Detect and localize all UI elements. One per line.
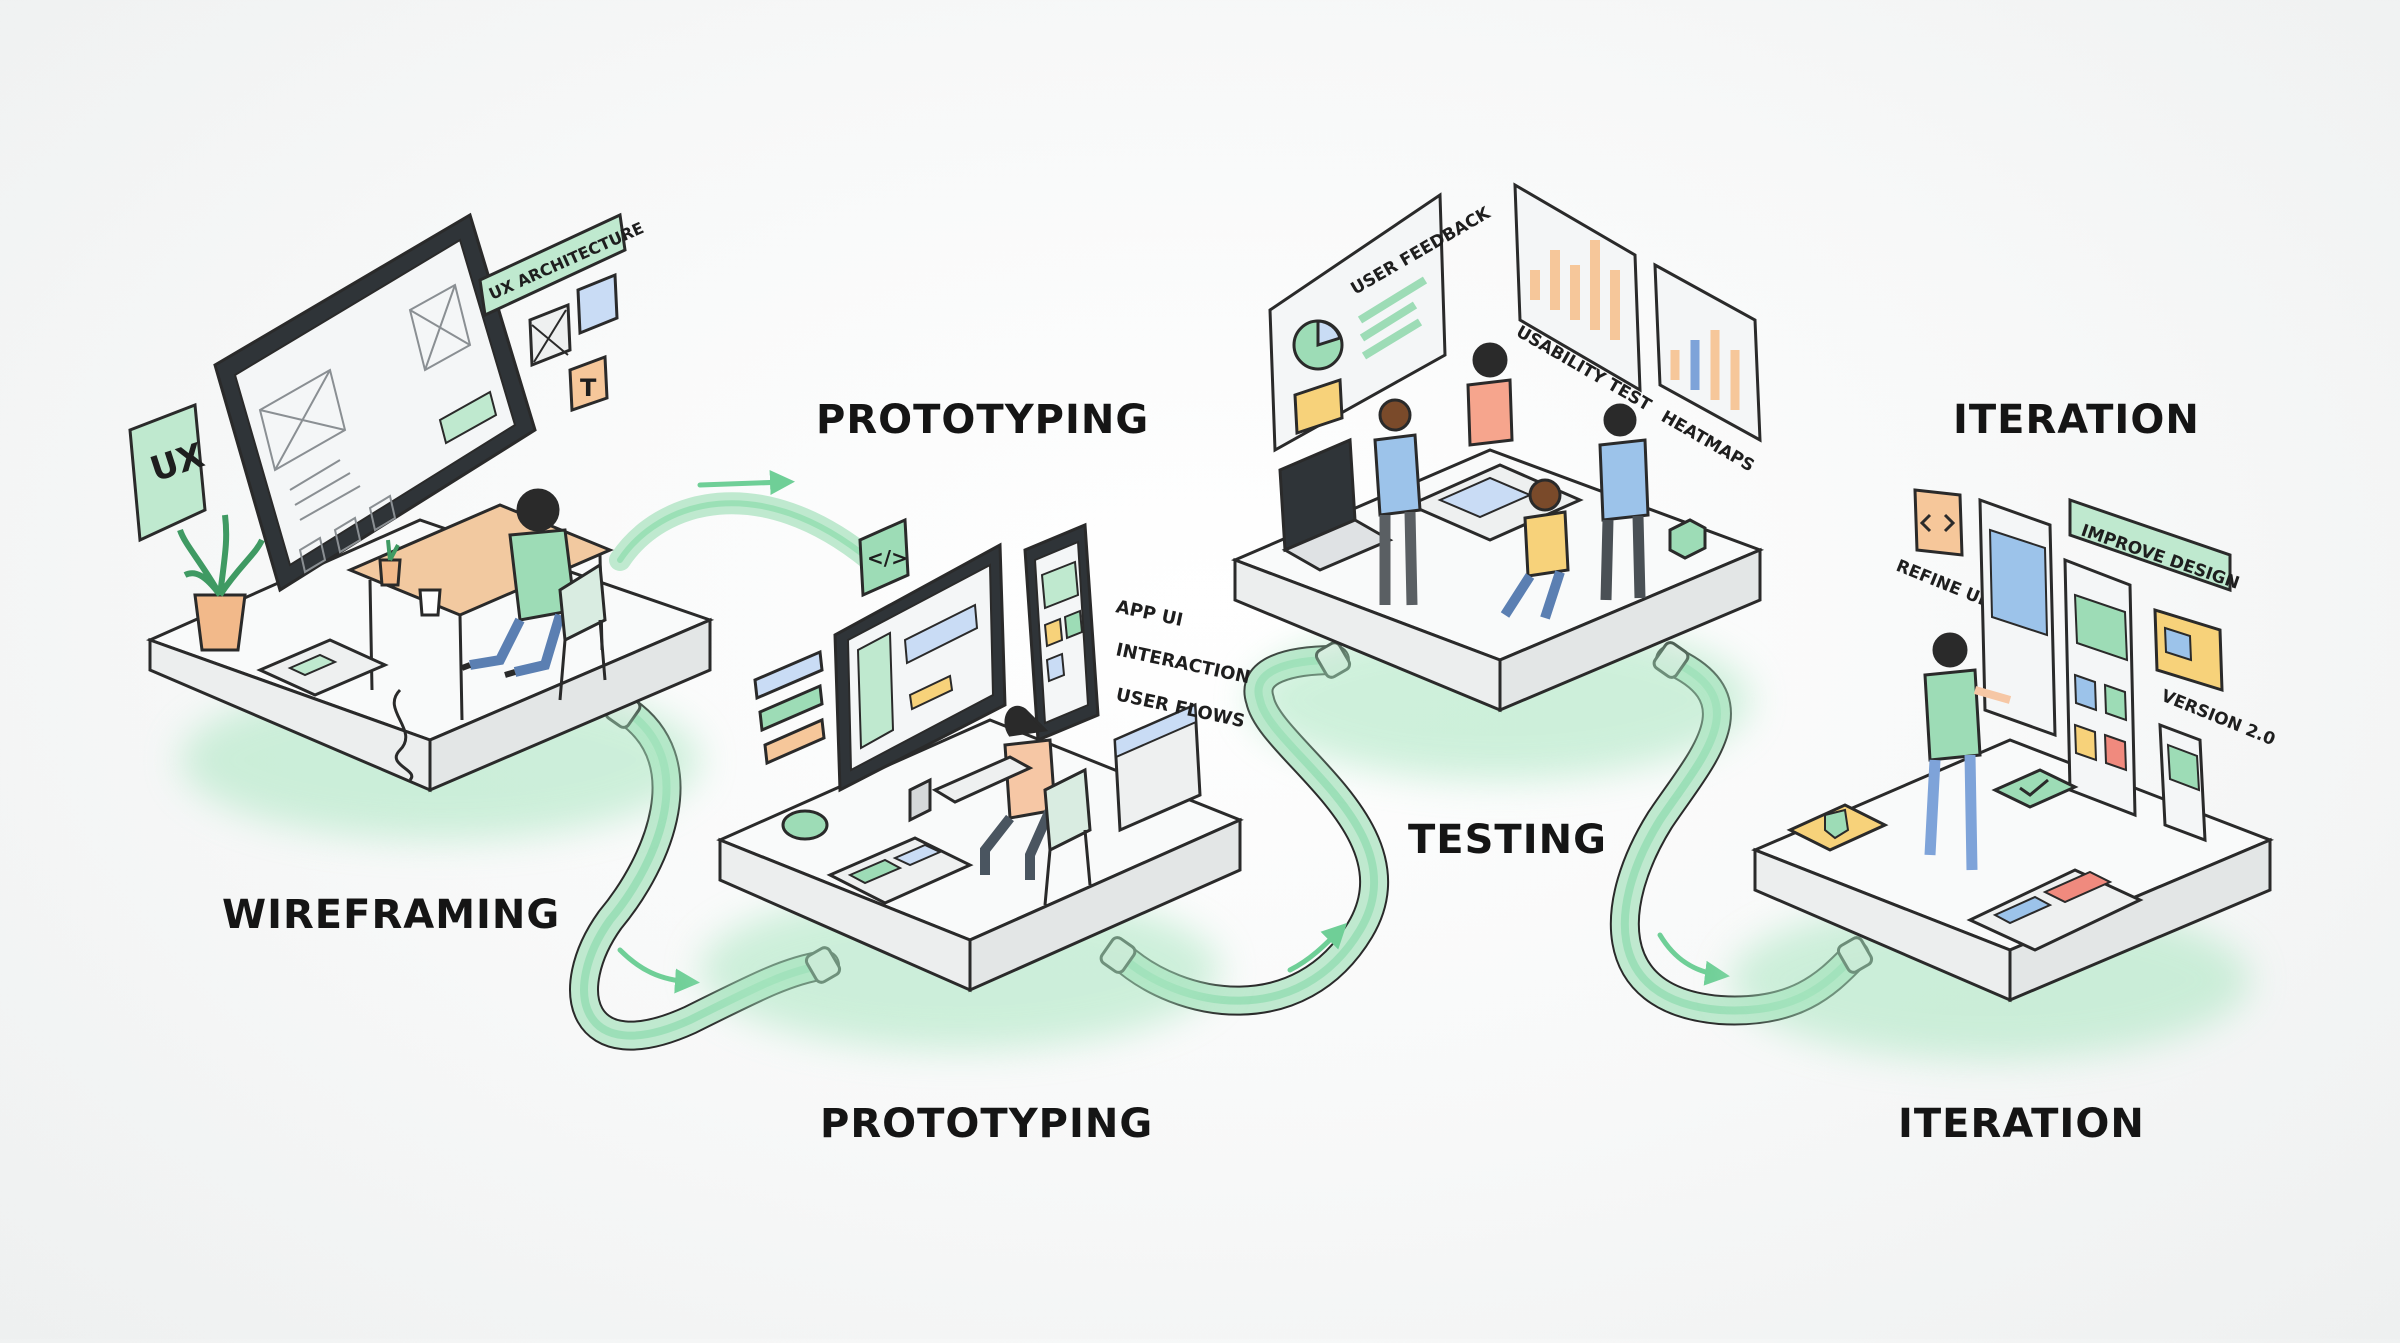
iteration-scene: REFINE UI IMPROVE DESIGN VERSION 2.0 (1786, 488, 2278, 952)
user-feedback-panel: USER FEEDBACK (1268, 192, 1495, 453)
interaction-label: INTERACTION (1114, 639, 1252, 688)
phone-prototype (1023, 522, 1100, 743)
stage-label-iteration-top: ITERATION (1953, 397, 2200, 443)
heatmaps-panel: HEATMAPS (1653, 262, 1762, 476)
small-plant (378, 539, 402, 587)
refine-ui-text: REFINE UI (1893, 556, 1988, 610)
stage-label-prototyping-top: PROTOTYPING (816, 397, 1150, 443)
stage-label-prototyping: PROTOTYPING (820, 1101, 1154, 1147)
tester-person-4 (1598, 403, 1650, 601)
stage-label-wireframing: WIREFRAMING (222, 892, 561, 938)
stage-label-iteration: ITERATION (1898, 1101, 2145, 1147)
round-disc (781, 809, 829, 841)
laptop (1278, 437, 1394, 572)
tester-person-1 (1373, 398, 1422, 606)
code-badge-text: </> (867, 546, 908, 570)
flow-arrow-1 (697, 470, 795, 496)
chair (558, 562, 607, 701)
check-card (1991, 768, 2079, 809)
developer-chair (1043, 767, 1092, 906)
usability-chart-panel: USABILITY TEST (1513, 182, 1655, 416)
flow-arrow-2 (617, 947, 700, 994)
ux-architecture-text: UX ARCHITECTURE (486, 218, 647, 303)
desktop-monitor (833, 542, 1007, 823)
code-card: REFINE UI (1893, 488, 1988, 610)
iteration-person (1923, 632, 2012, 871)
floor-tablet (256, 638, 389, 697)
platform-iteration (1730, 738, 2275, 1060)
tester-person-2 (1466, 342, 1514, 447)
tester-person-3 (1500, 478, 1570, 620)
design-screen-1 (1978, 497, 2057, 738)
plant (177, 514, 265, 652)
side-panels (753, 649, 826, 766)
mug (418, 588, 442, 617)
chat-bubble (1293, 377, 1344, 436)
tool-icons: T (528, 272, 619, 413)
code-badge: </> (858, 517, 910, 598)
cable (392, 688, 414, 782)
text-tool-icon: T (580, 374, 597, 402)
browser-window (1113, 702, 1202, 833)
stage-label-testing: TESTING (1408, 817, 1607, 863)
wireframe-tablet (213, 212, 537, 593)
floor-device (826, 836, 974, 905)
app-ui-label: APP UI (1114, 596, 1185, 631)
pipe-top-wireframing-to-prototyping (609, 492, 881, 571)
shield-card (1786, 803, 1889, 852)
flow-arrow-4 (1657, 932, 1730, 986)
wireframing-scene: UX UX ARCHITECTURE T (128, 212, 647, 782)
small-cube (1668, 518, 1707, 560)
phone-card (2158, 722, 2207, 843)
keyboard (931, 755, 1034, 804)
flow-arrow-3 (1287, 922, 1348, 973)
ux-badge: UX (128, 402, 209, 543)
design-screen-2 (2063, 557, 2137, 818)
ux-architecture-tag: UX ARCHITECTURE (478, 212, 647, 318)
floor-dashboard (1966, 868, 2144, 952)
designer-person (460, 488, 577, 678)
